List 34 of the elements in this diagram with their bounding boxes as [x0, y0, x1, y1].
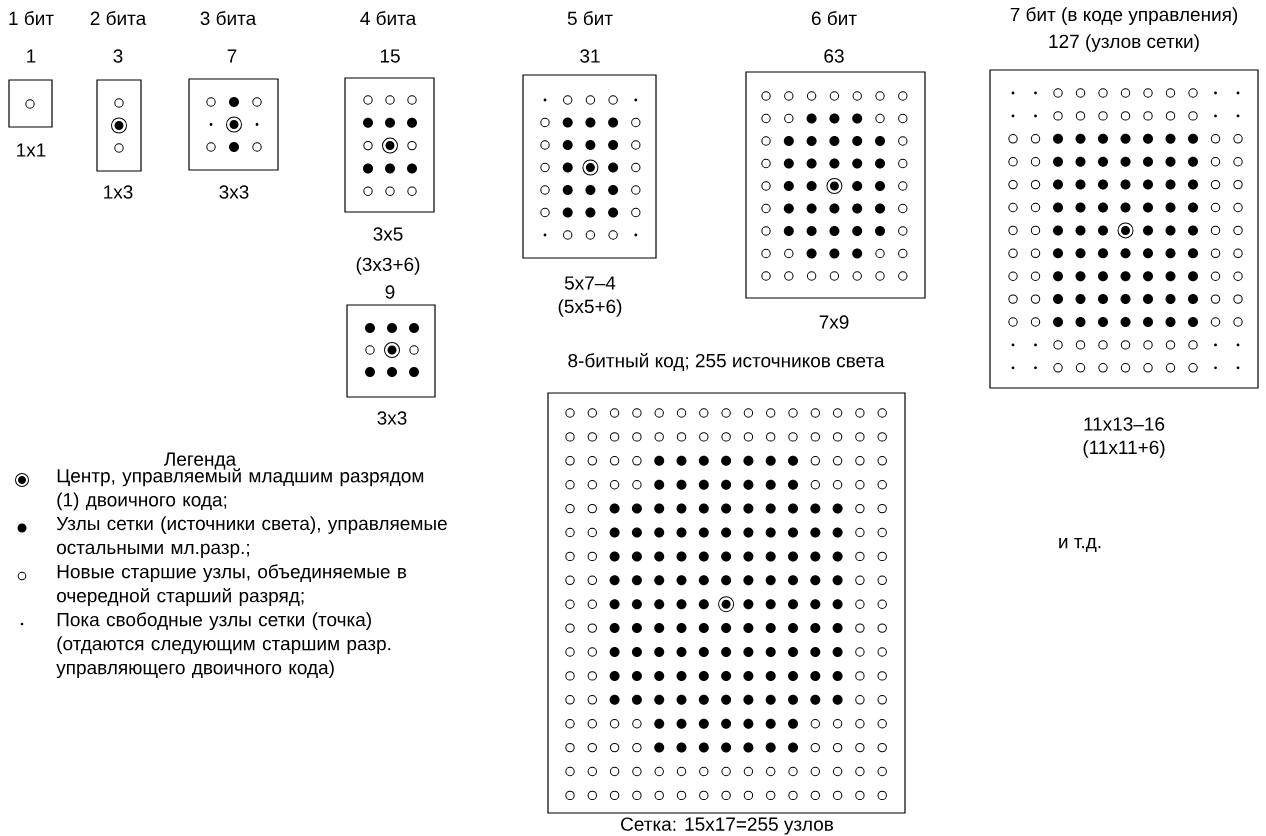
legend-text: Новые старшие узлы, объединяемые в очередной старший разряд;: [57, 564, 407, 607]
grid-caption: 7 бит (в коде управления): [1010, 7, 1238, 25]
grid-caption: 1 бит: [9, 10, 54, 26]
grid-caption: (3x3+6): [356, 257, 420, 275]
grid-caption: 11x13–16: [1084, 417, 1165, 431]
grid-caption: 7: [227, 49, 237, 63]
grid-caption: 127 (узлов сетки): [1049, 34, 1199, 52]
grid-caption: 1x1: [17, 143, 46, 157]
grid-caption: 1x3: [104, 185, 133, 199]
grid-caption: 3: [113, 49, 123, 63]
legend-text: Пока свободные узлы сетки (точка) (отдаются следующим старшим разр. управляющего двоичного кода): [56, 612, 391, 679]
grid-caption: 5x7–4: [564, 276, 616, 290]
grid-caption: 31: [580, 49, 600, 63]
legend-title: Легенда: [164, 452, 237, 470]
grid-caption: 8-битный код; 255 источников света: [568, 353, 885, 371]
grid-caption: 2 бита: [90, 10, 147, 26]
grid-caption: 63: [824, 49, 844, 63]
grid-caption: 9: [385, 285, 395, 299]
grid-caption: 6 бит: [811, 10, 857, 26]
grid-caption: 7x9: [819, 315, 849, 329]
grid-caption: 3x3: [377, 411, 407, 425]
grid-caption: 15: [380, 49, 400, 63]
grid-caption: 3x5: [373, 227, 403, 241]
grid-caption: 3x3: [219, 185, 249, 199]
grid-caption: 1: [27, 49, 36, 63]
grid-caption: Сетка: 15x17=255 узлов: [621, 817, 834, 835]
legend-text: Центр, управляемый младшим разрядом (1) двоичного кода;: [57, 468, 424, 511]
grid-caption: (11x11+6): [1083, 440, 1165, 458]
grid-caption: 5 бит: [567, 10, 613, 26]
grid-caption: (5x5+6): [558, 299, 622, 317]
grid-caption: 4 бита: [360, 10, 417, 26]
grid-caption: 3 бита: [200, 10, 257, 26]
legend-text: Узлы сетки (источники света), управляемые остальными мл.разр.;: [56, 516, 447, 558]
note-text: и т.д.: [1059, 538, 1101, 552]
